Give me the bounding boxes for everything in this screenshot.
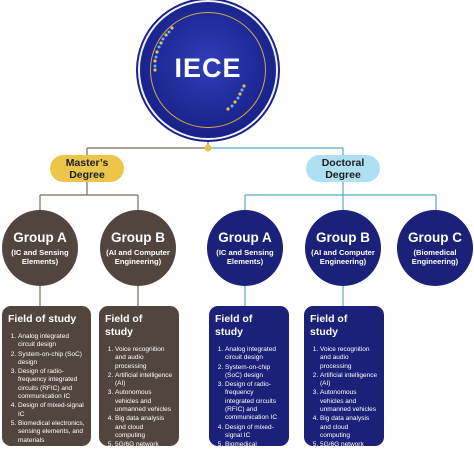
list-item: Design of mixed-signal IC [18,402,85,419]
list-item: Artificial intelligence (AI) [115,372,173,389]
list-item: Voice recognition and audio processing [115,346,173,371]
list-item: Design of radio-frequency integrated cir… [18,368,85,401]
field-title: Field of study [310,313,348,338]
doctoral-group-b: Group B (AI and Computer Engineering) [305,210,381,286]
list-item: Autonomous vehicles and unmanned vehicle… [320,389,378,414]
doctoral-group-a: Group A (IC and Sensing Elements) [207,210,283,286]
list-item: 5G/6G network [320,441,378,449]
list-item: Analog integrated circuit design [225,346,283,363]
group-subtitle-2: Engineering) [319,257,367,266]
group-subtitle-2: Elements) [226,257,264,266]
list-item: Analog integrated circuit design [18,333,85,350]
doctoral-group-c: Group C (Biomedical Engineering) [397,210,473,286]
field-title: Field of study [215,313,253,338]
masters-group-b: Group B (AI and Computer Engineering) [100,210,176,286]
masters-degree-line2: Degree [69,168,105,181]
masters-degree-pill: Master’s Degree [50,155,124,182]
group-name: Group C [408,229,462,245]
group-subtitle-1: (Biomedical [413,247,457,257]
field-list: Voice recognition and audio processing A… [105,346,173,450]
doctoral-group-b-field-card: Field of study Voice recognition and aud… [304,306,384,448]
list-item: System-on-chip (SoC) design [18,351,85,368]
group-subtitle-2: Engineering) [411,257,459,266]
list-item: Design of mixed-signal IC [225,424,283,441]
group-name: Group B [111,229,165,245]
field-list: Voice recognition and audio processing A… [310,346,378,450]
list-item: Big data analysis and cloud computing [115,415,173,440]
list-item: Big data analysis and cloud computing [320,415,378,440]
logo-inner-ring [150,12,266,128]
list-item: Voice recognition and audio processing [320,346,378,371]
field-list: Analog integrated circuit design System-… [215,346,283,474]
group-subtitle-2: Elements) [21,257,59,266]
masters-group-a: Group A (IC and Sensing Elements) [2,210,78,286]
doctoral-degree-line1: Doctoral [321,156,365,169]
group-subtitle-1: (AI and Computer [106,247,170,257]
group-name: Group A [13,229,67,245]
connector-lines [39,138,437,306]
group-subtitle-1: (IC and Sensing [216,247,274,257]
connector-junction-dot [204,144,212,152]
doctoral-group-a-field-card: Field of study Analog integrated circuit… [209,306,289,473]
doctoral-degree-pill: Doctoral Degree [306,155,380,182]
list-item: Biomedical electronics, sensing elements… [225,441,283,474]
list-item: System-on-chip (SoC) design [225,364,283,381]
masters-degree-line1: Master’s [65,156,109,169]
field-title: Field of study [8,313,77,325]
doctoral-degree-line2: Degree [325,168,361,181]
list-item: Artificial intelligence (AI) [320,372,378,389]
masters-group-b-field-card: Field of study Voice recognition and aud… [99,306,179,448]
field-list: Analog integrated circuit design System-… [8,333,85,445]
masters-group-a-field-card: Field of study Analog integrated circuit… [2,306,91,446]
list-item: Autonomous vehicles and unmanned vehicle… [115,389,173,414]
group-subtitle-1: (IC and Sensing [11,247,69,257]
group-name: Group B [316,229,370,245]
logo-dot-arc [153,26,246,111]
list-item: Biomedical electronics, sensing elements… [18,420,85,445]
group-subtitle-1: (AI and Computer [311,247,375,257]
list-item: Design of radio-frequency integrated cir… [225,381,283,422]
group-name: Group A [218,229,272,245]
group-subtitle-2: Engineering) [114,257,162,266]
field-title: Field of study [105,313,143,338]
list-item: 5G/6G network [115,441,173,449]
logo-title: IECE [174,53,242,83]
